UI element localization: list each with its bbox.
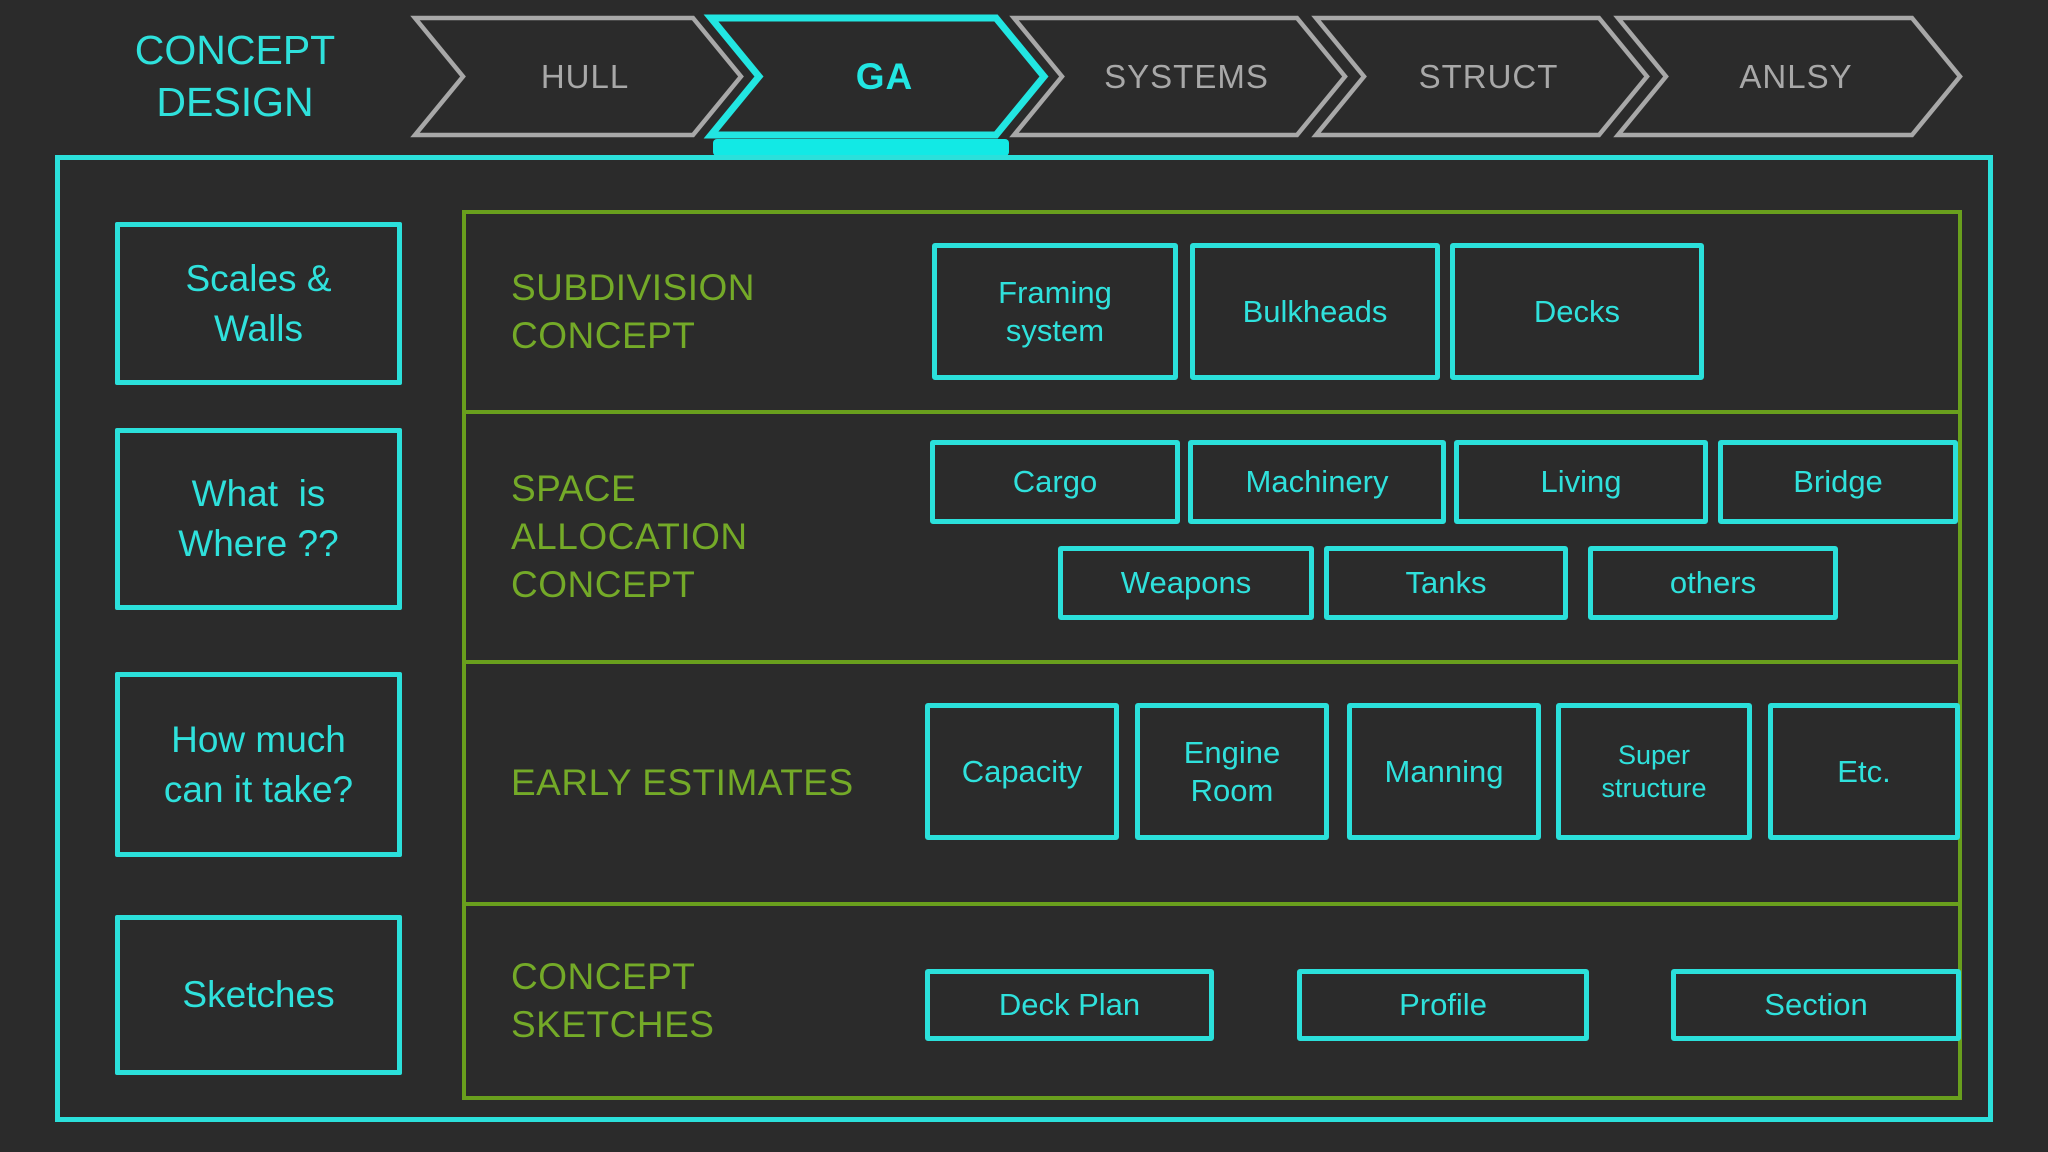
chip-living: Living	[1454, 440, 1708, 524]
chip-etc: Etc.	[1768, 703, 1960, 840]
row-label: SPACE ALLOCATION CONCEPT	[511, 467, 748, 606]
row-label: CONCEPT SKETCHES	[511, 955, 715, 1045]
chip-deck-plan: Deck Plan	[925, 969, 1214, 1041]
chip-bridge: Bridge	[1718, 440, 1958, 524]
content-frame	[55, 155, 1993, 1122]
chip-framing-system: Framing system	[932, 243, 1178, 380]
question-box-how-much: How much can it take?	[115, 672, 402, 857]
chip-machinery: Machinery	[1188, 440, 1446, 524]
chip-profile: Profile	[1297, 969, 1589, 1041]
row-subdivision-concept: SUBDIVISION CONCEPT Framing system Bulkh…	[466, 214, 1958, 414]
step-systems[interactable]: SYSTEMS	[1009, 15, 1348, 138]
chip-bulkheads: Bulkheads	[1190, 243, 1440, 380]
step-struct[interactable]: STRUCT	[1311, 15, 1650, 138]
chip-tanks: Tanks	[1324, 546, 1568, 620]
chip-super-structure: Super structure	[1556, 703, 1752, 840]
row-label: SUBDIVISION CONCEPT	[511, 266, 755, 356]
step-label: GA	[855, 55, 914, 97]
chip-weapons: Weapons	[1058, 546, 1314, 620]
chip-cargo: Cargo	[930, 440, 1180, 524]
question-box-scales-walls: Scales & Walls	[115, 222, 402, 385]
chip-manning: Manning	[1347, 703, 1541, 840]
chevron-shape-icon	[1613, 15, 1963, 138]
step-anlsy[interactable]: GA ANLSY	[1613, 15, 1963, 138]
active-step-underline	[713, 139, 1009, 156]
step-label: HULL	[540, 57, 630, 95]
chevron-shape-icon	[1311, 15, 1650, 138]
question-box-what-is-where: What is Where ??	[115, 428, 402, 610]
step-label: STRUCT	[1418, 57, 1559, 95]
step-ga-active[interactable]: GA	[703, 14, 1049, 139]
step-label: ANLSY	[1739, 57, 1853, 95]
row-concept-sketches: CONCEPT SKETCHES Deck Plan Profile Secti…	[466, 906, 1961, 1096]
step-label: SYSTEMS	[1104, 57, 1269, 95]
row-label: EARLY ESTIMATES	[511, 761, 854, 803]
row-early-estimates: EARLY ESTIMATES Capacity Engine Room Man…	[466, 664, 1960, 906]
step-hull[interactable]: HULL	[410, 15, 744, 138]
chevron-shape-icon	[703, 14, 1049, 139]
chip-engine-room: Engine Room	[1135, 703, 1329, 840]
chip-capacity: Capacity	[925, 703, 1119, 840]
chevron-shape-icon	[410, 15, 744, 138]
chip-section: Section	[1671, 969, 1961, 1041]
row-space-allocation-concept: SPACE ALLOCATION CONCEPT Cargo Machinery…	[466, 414, 1958, 664]
page-title: CONCEPT DESIGN	[134, 27, 336, 125]
question-box-sketches: Sketches	[115, 915, 402, 1075]
chip-decks: Decks	[1450, 243, 1704, 380]
chevron-shape-icon	[1009, 15, 1348, 138]
chip-others: others	[1588, 546, 1838, 620]
main-panel: SUBDIVISION CONCEPT Framing system Bulkh…	[462, 210, 1962, 1100]
